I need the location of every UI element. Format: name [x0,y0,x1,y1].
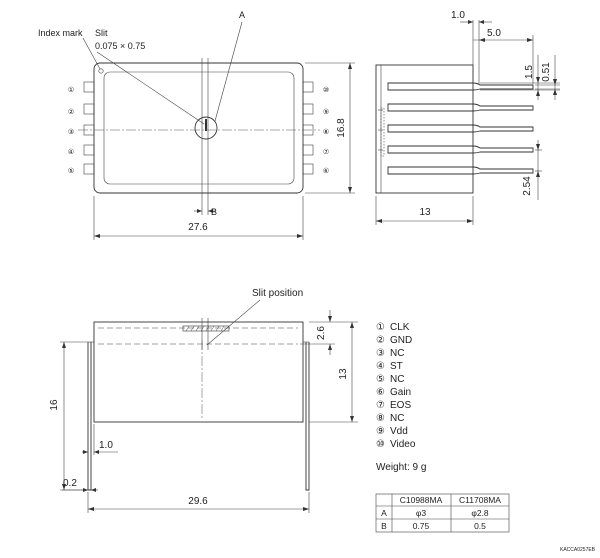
front-lead-left [87,342,92,491]
pin-label-9: ⑨ [323,109,329,116]
pin-left-2 [83,103,95,115]
slit-aperture [194,116,218,140]
table-cell: 0.5 [474,521,486,531]
dim-top-width: 27.6 [188,222,208,233]
index-mark-label: Index mark [38,28,83,38]
weight-label: Weight: 9 g [376,462,426,473]
slit-label: Slit [95,28,108,38]
dim-top-height: 16.8 [336,118,347,138]
legend-name: EOS [390,400,411,411]
dim-front-height-body: 13 [338,368,349,380]
pin-label-1: ① [68,86,74,94]
side-view: 1.0 5.0 1.5 0.51 2.54 13 [375,10,560,225]
top-window [103,71,295,185]
front-body-outline [93,321,304,423]
legend-num: ③ [376,348,385,359]
pin-label-8: ⑧ [323,128,329,136]
legend-name: NC [390,413,404,424]
table-cell: B [381,521,387,531]
side-body-outline [375,64,474,194]
legend-num: ② [376,335,385,346]
pin-label-3: ③ [68,128,74,136]
legend-name: NC [390,348,404,359]
dim-front-height-total: 16 [49,399,60,411]
legend-num: ⑧ [376,413,385,424]
legend-name: CLK [390,322,410,333]
pin-right-9 [302,103,314,115]
side-pin-5 [387,166,534,175]
dim-pin-width-b: 0.51 [541,62,552,82]
side-pin-3 [387,124,534,133]
legend-num: ④ [376,361,385,372]
front-view: Slit position 16 13 2.6 1.0 [49,288,358,513]
legend-name: Video [390,439,416,450]
dim-front-width: 29.6 [188,496,208,507]
slit-size-label: 0.075 × 0.75 [95,41,145,51]
slit-position-label: Slit position [252,288,303,299]
dim-side-width: 13 [419,207,431,218]
pin-right-6 [302,163,314,175]
pin-right-7 [302,144,314,156]
top-view: ① ② ③ ④ ⑤ ⑩ ⑨ ⑧ ⑦ ⑥ Index mark Slit 0.07… [38,10,355,240]
side-pin-2 [387,103,534,112]
dim-pin-length: 5.0 [487,28,501,39]
index-mark [98,68,104,74]
front-lead-right [305,342,310,491]
pin-right-10 [302,81,314,93]
table-cell: φ3 [416,508,427,518]
pin-left-4 [83,144,95,156]
pin-label-10: ⑩ [323,86,329,94]
table-cell: φ2.8 [471,508,489,518]
pin-left-5 [83,163,95,175]
dim-front-slit-depth: 2.6 [316,326,327,340]
legend-num: ⑤ [376,374,385,385]
dim-b-label: B [211,207,217,217]
dim-pin-offset: 1.0 [451,10,465,21]
pin-label-7: ⑦ [323,148,329,156]
table-cell: 0.75 [413,521,430,531]
pin-label-4: ④ [68,148,74,156]
pin-label-2: ② [68,109,74,116]
legend-num: ⑥ [376,387,385,398]
legend-name: Vdd [390,426,408,437]
top-body-outline [93,62,304,194]
table-header: C10988MA [400,495,443,505]
legend-name: GND [390,335,412,346]
variant-table: C10988MA C11708MA A φ3 φ2.8 B 0.75 0.5 [375,493,510,533]
legend-num: ⑩ [376,439,385,450]
dim-front-lead-thickness: 0.2 [63,478,77,489]
dim-pin-pitch: 2.54 [522,176,533,196]
dim-front-lead-offset: 1.0 [99,440,113,451]
table-cell: A [381,508,387,518]
dim-a-label: A [239,10,245,20]
legend-num: ⑨ [376,426,385,437]
legend-name: Gain [390,387,411,398]
drawing-code: KACCA0257EB [560,547,596,553]
side-pin-1 [387,82,534,91]
table-header: C11708MA [459,495,501,505]
legend-name: ST [390,361,403,372]
legend-num: ⑦ [376,400,385,411]
pin-legend: ① CLK ② GND ③ NC ④ ST ⑤ NC ⑥ Gain ⑦ EOS … [376,322,426,473]
slit [205,119,207,131]
legend-num: ① [376,322,385,333]
pin-left-1 [83,81,95,93]
side-pin-4 [387,145,534,154]
pin-label-5: ⑤ [68,167,74,175]
pin-label-6: ⑥ [323,167,329,175]
legend-name: NC [390,374,404,385]
dim-pin-width-a: 1.5 [524,65,535,79]
